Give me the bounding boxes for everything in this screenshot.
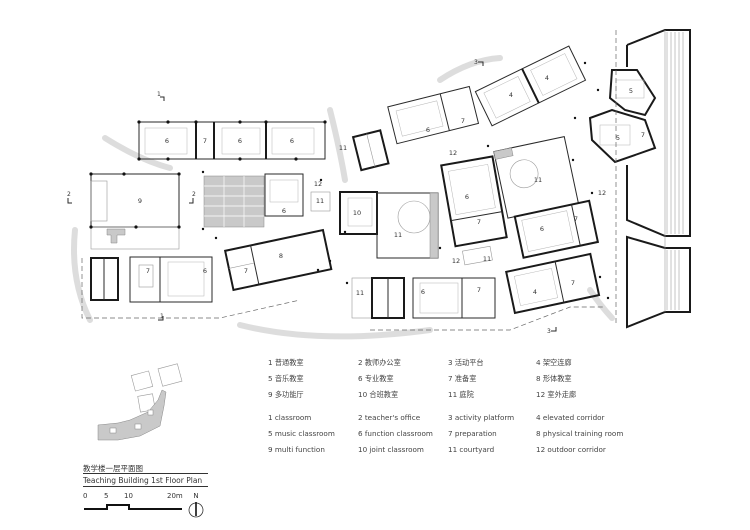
section-marks: 1 1 2 2 3 3: [67, 59, 557, 335]
scale-bar: [84, 504, 182, 510]
room-label: 7: [574, 215, 578, 223]
legend-item-cn: 11 庭院: [448, 390, 474, 399]
room-label: 12: [314, 180, 322, 188]
legend-item-cn: 8 形体教室: [536, 374, 572, 383]
legend-item-cn: 5 音乐教室: [268, 374, 304, 383]
title-underline: [83, 473, 208, 474]
bottom-right-block: [505, 252, 601, 315]
room-label: 11: [483, 255, 491, 263]
drawing-title-en: Teaching Building 1st Floor Plan: [83, 476, 203, 485]
svg-text:1: 1: [160, 313, 164, 320]
legend-item-cn: 2 教师办公室: [358, 358, 401, 367]
room-label: 12: [449, 149, 457, 157]
landscape-paths: [71, 55, 615, 340]
room-label: 5: [616, 134, 620, 142]
room-label: 7: [244, 267, 248, 275]
svg-text:3: 3: [474, 59, 478, 66]
north-label: N: [193, 492, 198, 500]
elevated-corridor-block: [474, 45, 587, 127]
svg-text:1: 1: [157, 91, 161, 98]
legend-item-en: 11 courtyard: [448, 445, 495, 454]
legend-item-en: 9 multi function: [268, 445, 325, 454]
room-labels: 6 7 6 6 9 6 7 6 7 8 11 12 10 11 11 6 7 1…: [138, 74, 645, 297]
legend-item-cn: 10 合班教室: [358, 390, 399, 399]
room-label: 6: [465, 193, 469, 201]
title-underline: [83, 486, 208, 487]
legend-item-en: 4 elevated corridor: [536, 413, 605, 422]
legend-item-en: 8 physical training room: [536, 429, 624, 438]
room-label: 7: [146, 267, 150, 275]
multi-function-hall: [89, 172, 181, 250]
legend-item-cn: 9 多功能厅: [268, 390, 304, 399]
legend-item-en: 7 preparation: [448, 429, 497, 438]
legend-item-en: 12 outdoor corridor: [536, 445, 606, 454]
legend-item-cn: 12 室外走廊: [536, 390, 577, 399]
room-label: 10: [353, 209, 361, 217]
room-label: 11: [356, 289, 364, 297]
right-sports-building: [626, 29, 691, 329]
room-label: 6: [540, 225, 544, 233]
room-label: 7: [571, 279, 575, 287]
legend-item-en: 6 function classroom: [358, 429, 433, 438]
room-label: 8: [279, 252, 283, 260]
room-label: 7: [641, 131, 645, 139]
scale-tick-5: 5: [104, 492, 109, 500]
svg-text:2: 2: [67, 191, 71, 198]
lower-left-block: [81, 256, 301, 319]
svg-text:3: 3: [547, 328, 551, 335]
training-room: [223, 228, 333, 292]
legend-item-cn: 1 普通教室: [268, 358, 304, 367]
room-label: 12: [598, 189, 606, 197]
legend-item-en: 5 music classroom: [268, 429, 335, 438]
legend-item-cn: 7 准备室: [448, 374, 477, 383]
room-label: 6: [426, 126, 430, 134]
room-label: 4: [545, 74, 549, 82]
scale-tick-20m: 20m: [167, 492, 183, 500]
room-label: 6: [238, 137, 242, 145]
room-label: 11: [534, 176, 542, 184]
legend-item-cn: 6 专业教室: [358, 374, 394, 383]
north-arrow-icon: N: [188, 492, 204, 518]
room-label: 6: [290, 137, 294, 145]
legend-item-en: 3 activity platform: [448, 413, 515, 422]
room-label: 4: [509, 91, 513, 99]
room-label: 12: [452, 257, 460, 265]
svg-text:2: 2: [192, 191, 196, 198]
room-label: 5: [629, 87, 633, 95]
room-label: 6: [282, 207, 286, 215]
drawing-title-cn: 教学楼一层平面图: [83, 464, 143, 473]
central-left-block: [203, 173, 304, 228]
room-label: 7: [203, 137, 207, 145]
room-label: 6: [203, 267, 207, 275]
center-function-block: [440, 155, 508, 266]
room-label: 6: [421, 288, 425, 296]
room-label: 7: [477, 218, 481, 226]
room-label: 11: [394, 231, 402, 239]
legend-item-cn: 4 架空连廊: [536, 358, 572, 367]
room-label: 4: [533, 288, 537, 296]
legend-item-en: 10 joint classroom: [358, 445, 424, 454]
bottom-center-block: [351, 277, 605, 331]
music-building: [588, 30, 657, 325]
room-label: 7: [461, 117, 465, 125]
room-label: 6: [165, 137, 169, 145]
legend-item-en: 2 teacher's office: [358, 413, 421, 422]
top-center-block: [351, 85, 480, 172]
scale-tick-10: 10: [124, 492, 133, 500]
legend-item-en: 1 classroom: [268, 413, 312, 422]
right-courtyard-block: [493, 136, 600, 259]
scale-tick-0: 0: [83, 492, 88, 500]
room-label: 9: [138, 197, 142, 205]
room-label: 11: [316, 197, 324, 205]
room-label: 11: [339, 144, 347, 152]
upper-classroom-block: [137, 120, 327, 161]
room-label: 7: [477, 286, 481, 294]
joint-classroom-block: [310, 191, 439, 259]
legend-item-cn: 3 活动平台: [448, 358, 484, 367]
key-plan: [97, 363, 183, 441]
site-columns: [201, 61, 610, 300]
